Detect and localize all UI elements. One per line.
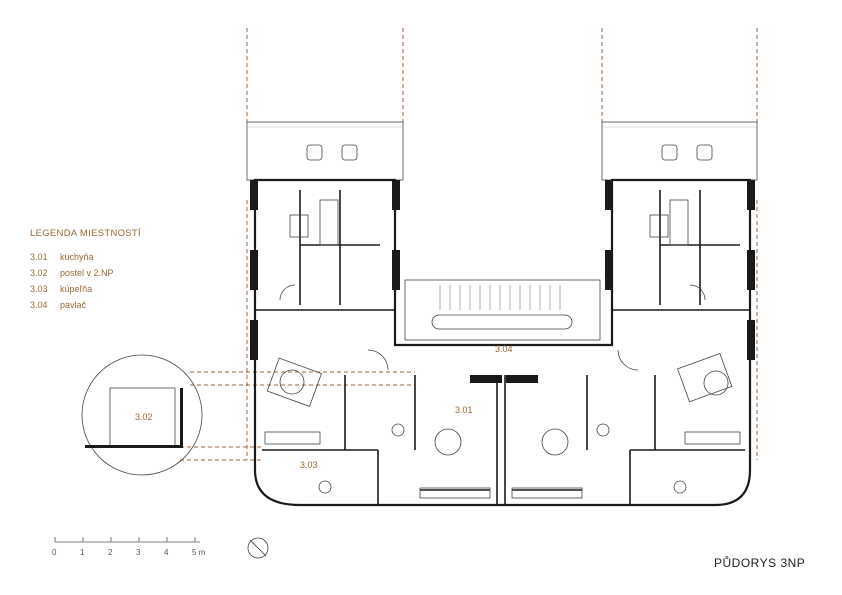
legend-code: 3.01: [30, 252, 48, 262]
legend-item: 3.04 pavlač: [30, 297, 141, 313]
scale-tick-label: 1: [80, 548, 85, 557]
legend-code: 3.03: [30, 284, 48, 294]
scale-bar: [54, 537, 200, 543]
legend-item: 3.03 kúpeľňa: [30, 281, 141, 297]
balcony-right: [601, 121, 758, 181]
legend-code: 3.04: [30, 300, 48, 310]
north-arrow-icon: [247, 537, 269, 559]
room-label-3-02: 3.02: [135, 412, 153, 422]
balcony-left: [246, 121, 404, 181]
legend-label: kuchyňa: [60, 252, 94, 262]
staircase: [404, 279, 601, 341]
legend-item: 3.02 postel v 2.NP: [30, 265, 141, 281]
scale-tick-label: 4: [164, 548, 169, 557]
room-legend: LEGENDA MIESTNOSTÍ 3.01 kuchyňa 3.02 poste…: [30, 228, 141, 313]
detail-callout: [81, 354, 203, 476]
scale-tick-label: 3: [136, 548, 141, 557]
building-outline: [253, 178, 752, 507]
legend-label: postel v 2.NP: [60, 268, 114, 278]
scale-tick-label: 5 m: [192, 548, 206, 557]
sheet-title: PŮDORYS 3NP: [714, 556, 806, 570]
room-label-3-04: 3.04: [495, 344, 513, 354]
scale-tick-label: 0: [52, 548, 57, 557]
room-label-3-01: 3.01: [455, 405, 473, 415]
legend-label: kúpeľňa: [60, 284, 93, 294]
scale-tick-label: 2: [108, 548, 113, 557]
room-label-3-03: 3.03: [300, 460, 318, 470]
legend-code: 3.02: [30, 268, 48, 278]
legend-title: LEGENDA MIESTNOSTÍ: [30, 228, 141, 239]
legend-label: pavlač: [60, 300, 87, 310]
legend-item: 3.01 kuchyňa: [30, 249, 141, 265]
